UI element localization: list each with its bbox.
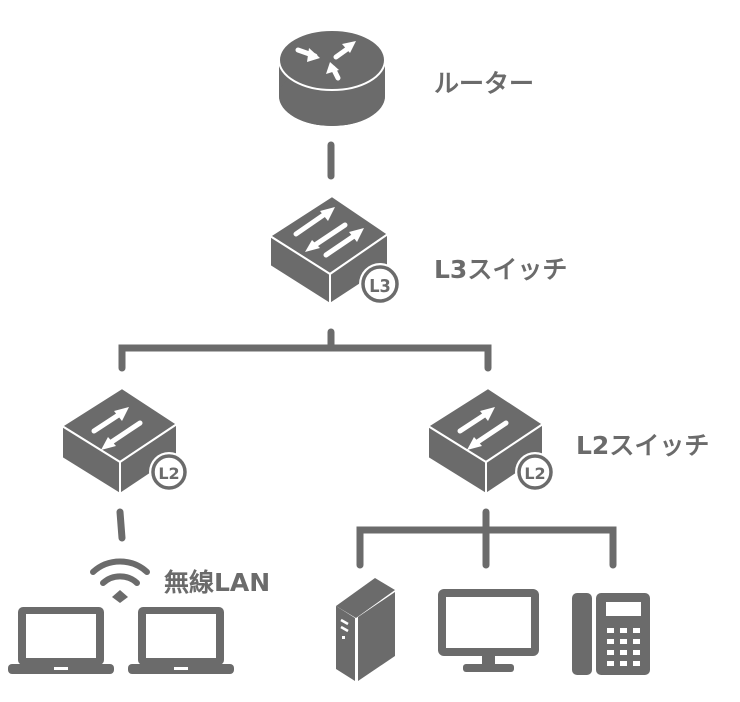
link-l3-l2-bus [118,344,492,372]
wireless-lan-label: 無線LAN [164,568,271,597]
router-icon [278,29,386,126]
l2-switch-right-icon: L2 [426,386,555,496]
laptop-icon [128,607,234,674]
l2-left-badge: L2 [158,464,179,483]
server-tower-icon [336,578,395,681]
l2-switch-label: L2スイッチ [576,431,710,460]
l2-switch-left-icon: L2 [60,386,189,496]
router-label: ルーター [434,69,535,98]
desktop-monitor-icon [438,589,539,672]
l3-switch-label: L3スイッチ [434,255,568,284]
l3-switch-icon: L3 [268,194,401,306]
connection-lines [116,141,617,569]
l2-right-badge: L2 [524,464,545,483]
link-l2-wifi [116,508,126,542]
laptop-icon [8,607,114,674]
ip-phone-icon [572,593,650,675]
wifi-icon [90,558,150,603]
l3-badge: L3 [369,276,391,297]
